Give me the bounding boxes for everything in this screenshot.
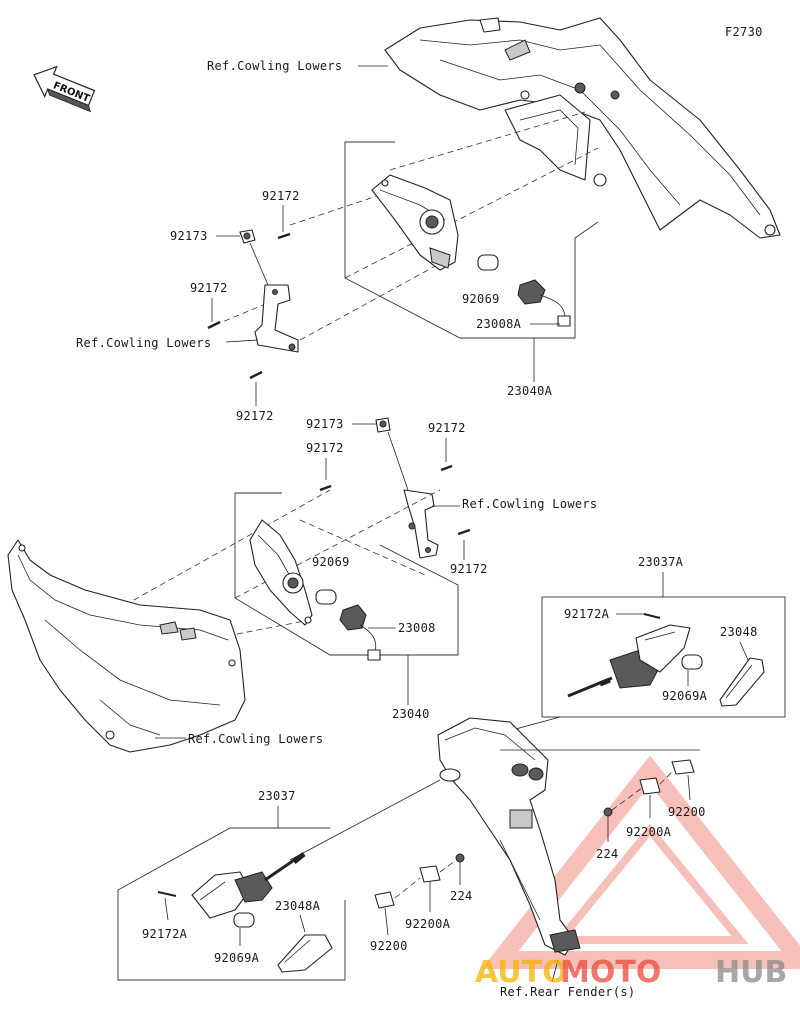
label-23040: 23040 bbox=[392, 707, 430, 721]
rear-fender-bracket bbox=[437, 717, 581, 956]
label-92172-mid2: 92172 bbox=[428, 421, 466, 435]
turn-signal-housing-top bbox=[371, 174, 459, 271]
label-92069a-bottom: 92069A bbox=[214, 951, 260, 965]
label-23037a: 23037A bbox=[638, 555, 684, 569]
label-224-right: 224 bbox=[596, 847, 619, 861]
screw-92172-b bbox=[207, 320, 221, 330]
bulb-92069a-right bbox=[681, 654, 703, 670]
label-23040a: 23040A bbox=[507, 384, 553, 398]
clip-92173-mid bbox=[375, 417, 391, 433]
plate-92200a-right bbox=[639, 777, 661, 795]
screw-92172-d bbox=[440, 464, 453, 472]
label-224-bottom: 224 bbox=[450, 889, 473, 903]
label-ref-cowling-lowers-2: Ref.Cowling Lowers bbox=[76, 336, 211, 350]
label-23048: 23048 bbox=[720, 625, 758, 639]
screw-92172a-right bbox=[643, 613, 661, 619]
label-ref-cowling-lowers-1: Ref.Cowling Lowers bbox=[207, 59, 342, 73]
socket-23008a bbox=[517, 279, 571, 327]
label-ref-cowling-lowers-3: Ref.Cowling Lowers bbox=[462, 497, 597, 511]
bracket-mid bbox=[403, 489, 439, 559]
plate-92200-bottom bbox=[374, 891, 395, 909]
label-92172-mid3: 92172 bbox=[306, 441, 344, 455]
label-92200-right: 92200 bbox=[668, 805, 706, 819]
bracket-top bbox=[254, 284, 299, 353]
screw-92172-a bbox=[277, 232, 291, 240]
label-92172a-bottom: 92172A bbox=[142, 927, 188, 941]
label-ref-rear-fender: Ref.Rear Fender(s) bbox=[500, 985, 635, 999]
label-92173-top: 92173 bbox=[170, 229, 208, 243]
screw-92172a-bottom bbox=[157, 891, 177, 897]
socket-23008 bbox=[339, 604, 381, 661]
label-23037: 23037 bbox=[258, 789, 296, 803]
label-92172a-right: 92172A bbox=[564, 607, 610, 621]
bulb-92069-mid bbox=[315, 589, 337, 605]
watermark-text: AUTO MOTO HUB bbox=[475, 955, 787, 990]
lens-23048a bbox=[277, 934, 333, 973]
label-92200a-bottom: 92200A bbox=[405, 917, 451, 931]
bulb-92069a-bottom bbox=[233, 912, 255, 928]
watermark-logo bbox=[481, 755, 800, 969]
plate-92200-right bbox=[671, 759, 695, 775]
front-arrow-icon: FRONT bbox=[33, 65, 96, 113]
label-92200a-right: 92200A bbox=[626, 825, 672, 839]
screw-92172-e bbox=[319, 484, 332, 492]
label-92069-top: 92069 bbox=[462, 292, 500, 306]
plate-92200a-bottom bbox=[419, 865, 441, 883]
turn-signal-housing-mid bbox=[249, 519, 313, 626]
watermark-moto: MOTO bbox=[560, 955, 661, 990]
screw-92172-f bbox=[457, 528, 471, 536]
watermark-hub: HUB bbox=[715, 955, 787, 990]
turn-signal-23037a bbox=[567, 624, 691, 698]
label-92069a-right: 92069A bbox=[662, 689, 708, 703]
label-23008: 23008 bbox=[398, 621, 436, 635]
cowling-upper-illustration bbox=[384, 17, 781, 239]
label-92173-mid: 92173 bbox=[306, 417, 344, 431]
label-92172-top: 92172 bbox=[262, 189, 300, 203]
label-92172-bottom: 92172 bbox=[236, 409, 274, 423]
lens-23048 bbox=[719, 657, 765, 707]
label-92172-mid4: 92172 bbox=[450, 562, 488, 576]
label-92200-bottom: 92200 bbox=[370, 939, 408, 953]
bulb-92069-top bbox=[477, 254, 499, 271]
label-92172-mid: 92172 bbox=[190, 281, 228, 295]
label-23008a: 23008A bbox=[476, 317, 522, 331]
label-92069-mid: 92069 bbox=[312, 555, 350, 569]
label-ref-cowling-lowers-4: Ref.Cowling Lowers bbox=[188, 732, 323, 746]
clip-92173-top bbox=[239, 229, 256, 244]
nut-224-right bbox=[603, 807, 613, 817]
label-23048a: 23048A bbox=[275, 899, 321, 913]
nut-224-bottom bbox=[455, 853, 465, 863]
cowling-lower-illustration bbox=[7, 539, 246, 753]
turn-signal-23037 bbox=[191, 852, 306, 919]
screw-92172-c bbox=[249, 370, 263, 380]
watermark-auto: AUTO bbox=[475, 955, 568, 990]
figure-code: F2730 bbox=[725, 25, 763, 39]
